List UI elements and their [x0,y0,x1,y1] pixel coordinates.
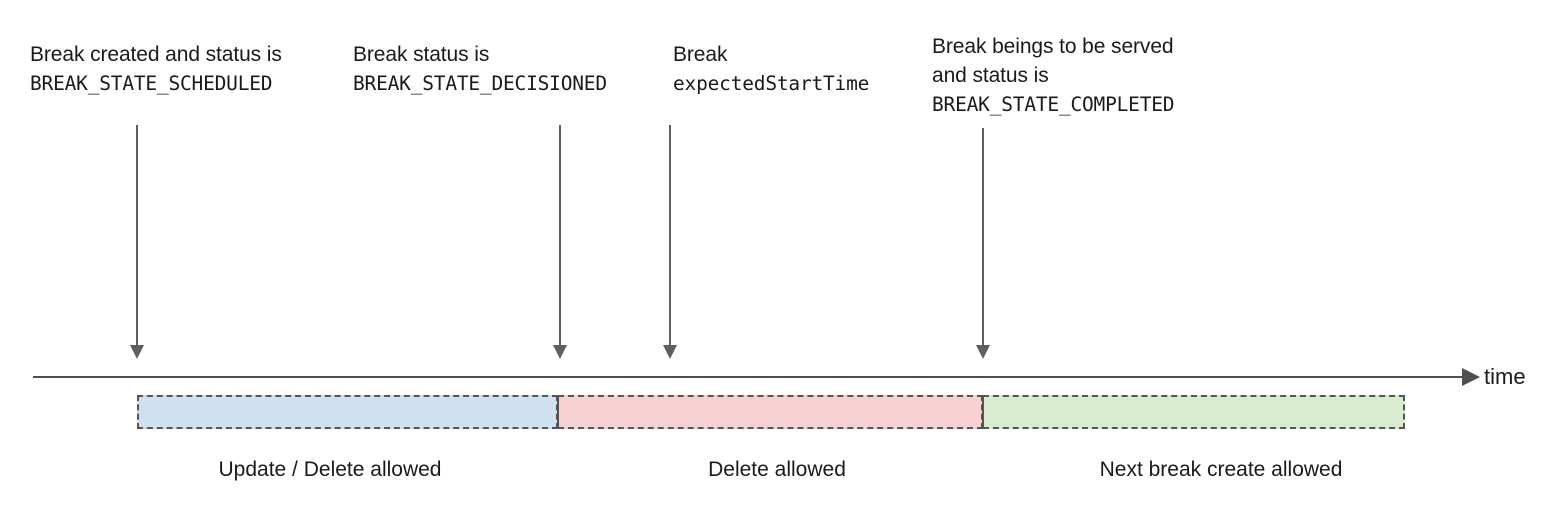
annotation-completed: Break beings to be served and status is … [932,32,1175,119]
annotation-completed-line-2: and status is [932,64,1049,87]
phase-divider-decisioned-completed [982,395,984,429]
annotation-scheduled-line-1: Break created and status is [30,43,282,66]
time-axis-label: time [1484,364,1526,389]
arrow-shaft [982,128,984,346]
annotation-expected-start-time-line-1: Break [673,43,728,66]
arrow-shaft [669,125,671,346]
phase-caption-completed: Next break create allowed [1099,458,1343,481]
arrow-head [663,345,677,359]
phase-bar-completed [983,395,1405,429]
annotation-completed-line-1: Break beings to be served [932,35,1174,58]
annotation-expected-start-time: Break expectedStartTime [673,40,869,98]
phase-caption-decisioned: Delete allowed [708,458,846,481]
phase-bar-decisioned [558,395,983,429]
annotation-decisioned-line-1: Break status is [353,43,490,66]
annotation-completed-line-3: BREAK_STATE_COMPLETED [932,93,1175,116]
arrow-head [976,345,990,359]
event-arrow-scheduled-icon [129,125,145,359]
annotation-decisioned: Break status is BREAK_STATE_DECISIONED [353,40,607,98]
annotation-expected-start-time-line-2: expectedStartTime [673,72,870,95]
time-axis-arrow-icon [1462,368,1480,386]
annotation-decisioned-line-2: BREAK_STATE_DECISIONED [353,72,607,95]
event-arrow-decisioned-icon [552,125,568,359]
arrow-head [553,345,567,359]
arrow-shaft [136,125,138,346]
phase-divider-scheduled-decisioned [557,395,559,429]
event-arrow-completed-icon [975,128,991,359]
phase-bar-scheduled [137,395,558,429]
annotation-scheduled: Break created and status is BREAK_STATE_… [30,40,282,98]
annotation-scheduled-line-2: BREAK_STATE_SCHEDULED [30,72,273,95]
event-arrow-expected-start-time-icon [662,125,678,359]
arrow-shaft [559,125,561,346]
phase-caption-scheduled: Update / Delete allowed [218,458,442,481]
time-axis-line [33,376,1470,378]
arrow-head [130,345,144,359]
